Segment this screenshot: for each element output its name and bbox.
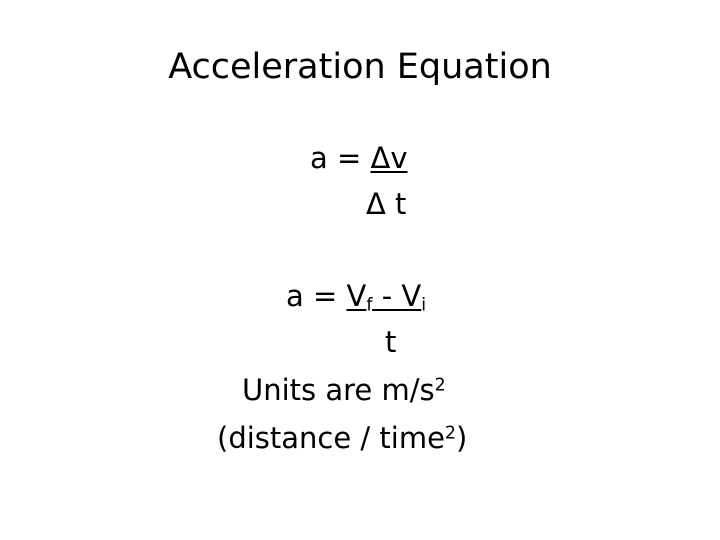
equation-2-denominator: t [385,325,397,359]
initial-velocity-subscript: i [421,295,427,316]
equation-1-denominator: Δ t [366,187,407,221]
final-velocity-symbol: V [346,279,367,313]
equation-1-lhs: a = [310,141,371,175]
units-exponent: 2 [434,375,446,396]
equation-2-lhs: a = [286,279,347,313]
final-velocity-subscript: f [366,295,373,316]
units-explanation-exponent: 2 [444,423,456,444]
initial-velocity-symbol: V [401,279,422,313]
equation-1-numerator-line: a = Δv [310,138,408,178]
units-line: Units are m/s2 [242,370,446,410]
units-explanation-text: (distance / time [217,421,445,455]
equation-1-numerator: Δv [370,141,408,175]
units-explanation-close: ) [456,421,468,455]
equation-2-numerator-line: a = Vf - Vi [286,276,426,316]
units-text: Units are m/s [242,373,435,407]
equation-2-numerator: Vf - Vi [346,279,427,316]
units-explanation-line: (distance / time2) [217,418,467,458]
minus-sign: - [372,279,402,313]
slide-title: Acceleration Equation [168,47,552,87]
